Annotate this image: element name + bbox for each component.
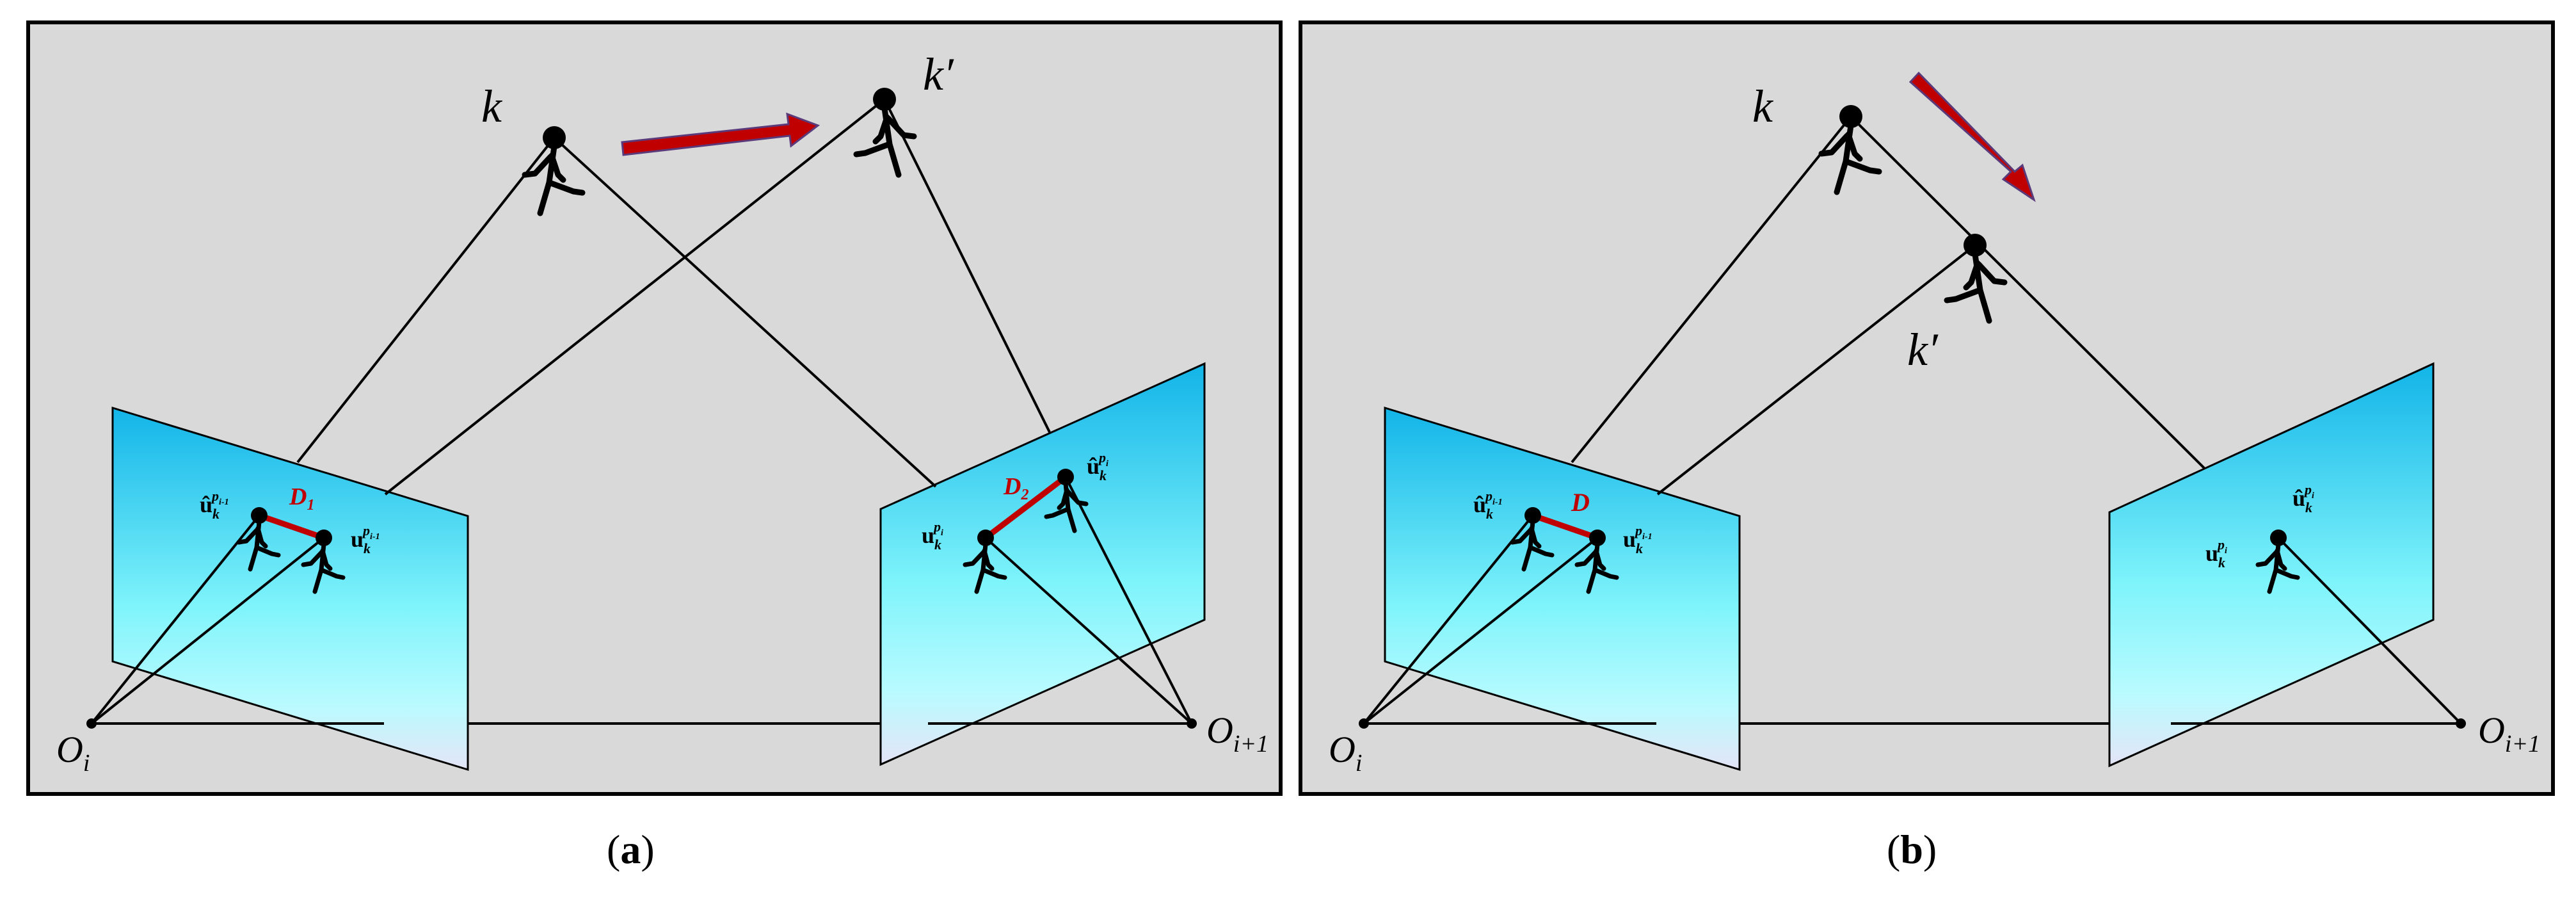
projection-rays (1363, 115, 2462, 725)
label-uhat-right: ûkpi (1087, 449, 1108, 483)
label-distance-d1: D1 (289, 483, 314, 514)
label-distance-d2: D2 (1003, 473, 1028, 503)
caption-letter: a (620, 827, 641, 872)
panel-a: k k′ Oi Oi+1 D1 D2 ûkpi-1 ukpi-1 ûkpi uk… (26, 20, 1283, 796)
label-u-right: ukpi (922, 519, 943, 553)
image-plane-left (1384, 406, 1741, 772)
label-u-left: ukpi-1 (351, 522, 380, 556)
label-u-right: ukpi (2205, 537, 2227, 570)
caption-b: (b) (1887, 826, 1937, 873)
label-origin-left: Oi (1329, 729, 1362, 777)
optical-center-right (2456, 718, 2466, 729)
label-k: k (1752, 81, 1774, 132)
caption-letter: b (1900, 827, 1923, 872)
image-plane-right (879, 362, 1206, 766)
label-origin-right: Oi+1 (1206, 709, 1268, 757)
label-origin-right: Oi+1 (2478, 709, 2540, 757)
distance-d (1532, 512, 1599, 541)
label-kprime: k′ (923, 49, 954, 100)
label-kprime: k′ (1907, 324, 1939, 375)
distance-d1 (258, 512, 325, 541)
optical-center-right (1187, 718, 1197, 729)
panel-b: k k′ Oi Oi+1 D ûkpi-1 ukpi-1 ûkpi ukpi (1299, 20, 2555, 796)
label-uhat-right: ûkpi (2292, 481, 2314, 515)
caption-close: ) (641, 827, 655, 872)
label-origin-left: Oi (56, 729, 90, 777)
caption-close: ) (1923, 827, 1937, 872)
caption-open: ( (1887, 827, 1901, 872)
label-uhat-left: ûkpi-1 (200, 488, 229, 522)
label-uhat-left: ûkpi-1 (1473, 488, 1503, 522)
motion-arrow-icon (1908, 71, 2036, 202)
projection-rays (90, 98, 1193, 725)
image-plane-left (111, 406, 469, 772)
label-distance-d: D (1571, 488, 1590, 517)
image-plane-right (2108, 362, 2435, 768)
optical-center-left (86, 718, 97, 729)
optical-center-left (1359, 718, 1369, 729)
caption-open: ( (607, 827, 621, 872)
label-k: k (481, 81, 503, 132)
motion-arrow-icon (621, 112, 820, 156)
distance-d2 (984, 474, 1068, 540)
label-u-left: ukpi-1 (1623, 522, 1652, 556)
caption-a: (a) (607, 826, 655, 873)
